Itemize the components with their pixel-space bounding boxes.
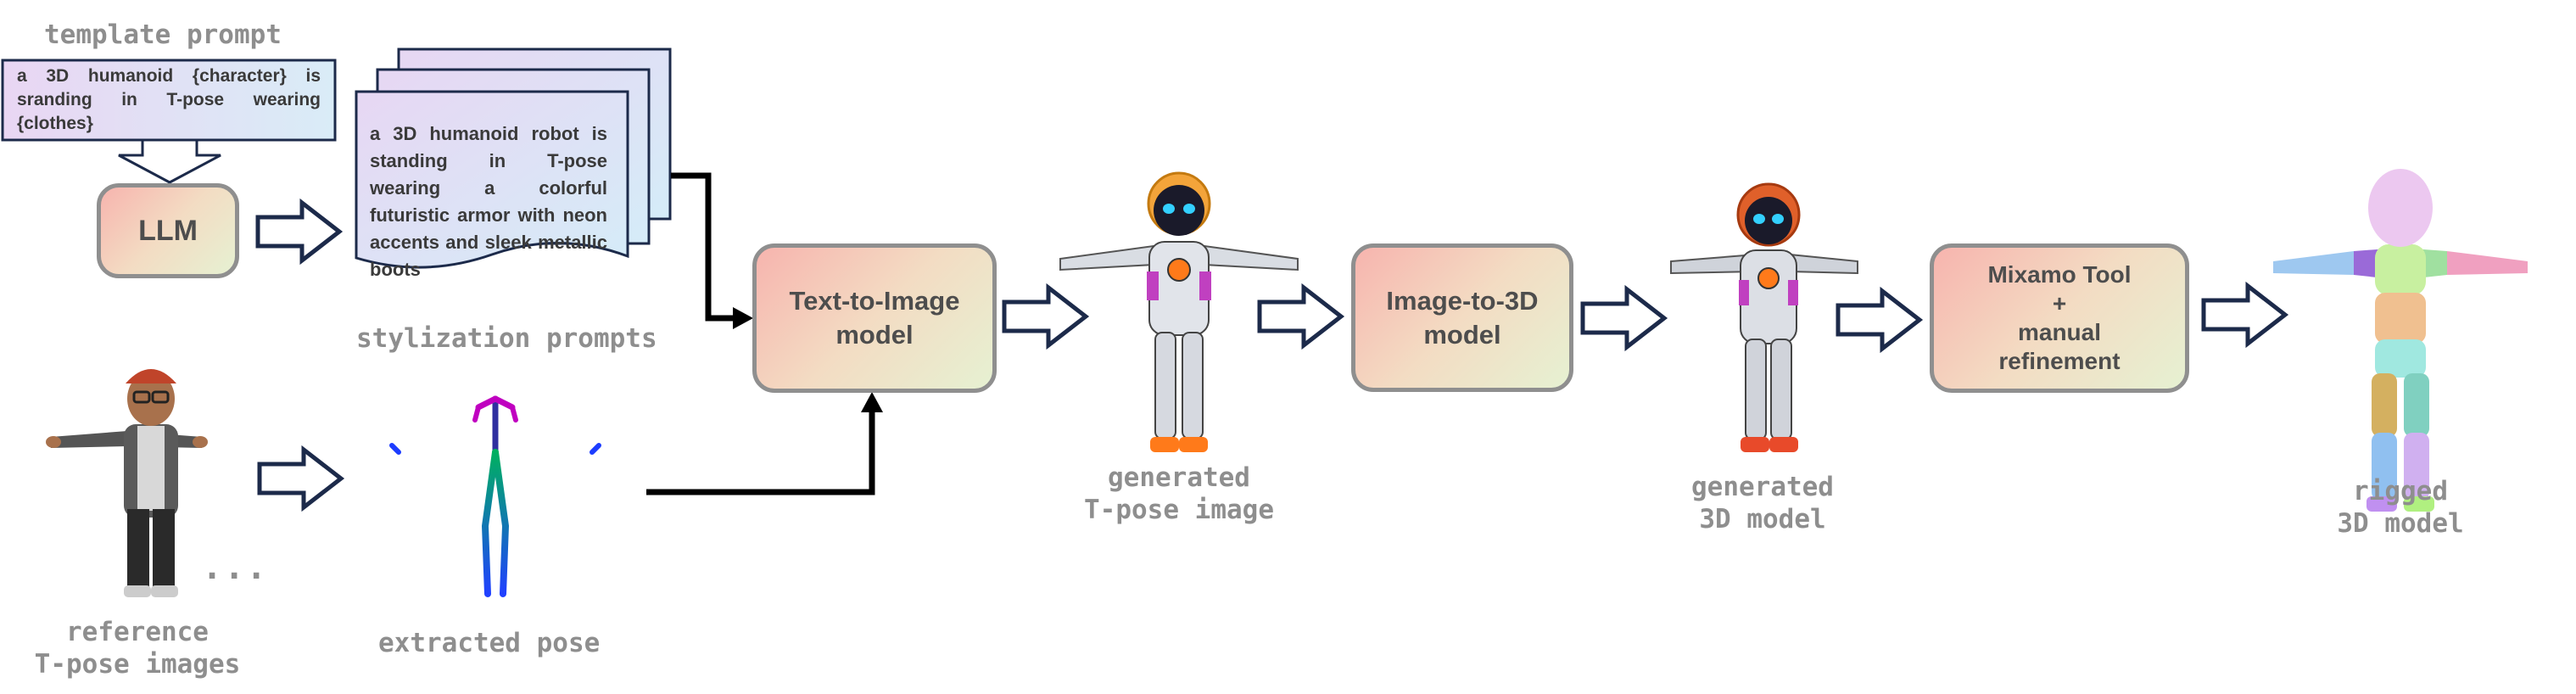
template-prompt-text: a 3D humanoid {character} is sranding in… xyxy=(17,66,321,133)
mixamo-box: Mixamo Tool + manual refinement xyxy=(1930,243,2189,393)
extracted-pose-skeleton xyxy=(389,395,601,597)
prompts-to-t2i-connector xyxy=(671,172,735,322)
reference-images-label: reference T-pose images xyxy=(27,616,248,680)
llm-to-prompts-arrow xyxy=(255,198,344,266)
extracted-pose-label: extracted pose xyxy=(378,628,601,658)
reference-line2: T-pose images xyxy=(34,649,241,680)
i23d-to-model-arrow xyxy=(1580,284,1668,352)
image-to-3d-box: Image-to-3D model xyxy=(1351,243,1573,392)
generated-image-label: generated T-pose image xyxy=(1069,462,1289,526)
connector-arrowhead-right xyxy=(733,307,753,329)
mixamo-line3: manual xyxy=(2017,319,2101,345)
i23d-line1: Image-to-3D xyxy=(1386,285,1539,316)
rigged-line2: 3D model xyxy=(2337,508,2464,539)
rigged-line1: rigged xyxy=(2353,476,2448,507)
mixamo-line2: + xyxy=(2052,290,2067,316)
generated-image-line2: T-pose image xyxy=(1084,495,1274,525)
stylization-prompts-label: stylization prompts xyxy=(356,323,657,354)
llm-box-label: LLM xyxy=(138,214,198,247)
template-prompt-box xyxy=(1,59,337,142)
generated-model-line2: 3D model xyxy=(1699,504,1826,534)
llm-box: LLM xyxy=(97,183,239,278)
ref-to-pose-arrow xyxy=(257,445,345,512)
rigged-model-label: rigged 3D model xyxy=(2316,475,2485,540)
pose-to-t2i-connector xyxy=(646,411,875,495)
generated-image-line1: generated xyxy=(1108,462,1250,493)
connector-arrowhead-up xyxy=(861,392,883,412)
i23d-line2: model xyxy=(1423,319,1501,350)
t2i-line1: Text-to-Image xyxy=(789,286,960,316)
model-to-mixamo-arrow xyxy=(1836,286,1924,354)
reference-line1: reference xyxy=(66,617,209,647)
mixamo-line4: refinement xyxy=(1998,348,2121,374)
generated-robot-image xyxy=(1059,171,1299,452)
stylization-prompt-docs xyxy=(355,48,672,269)
t2i-line2: model xyxy=(835,320,914,350)
stylized-prompt-text: a 3D humanoid robot is standing in T-pos… xyxy=(370,123,607,280)
image-to-i23d-arrow xyxy=(1257,283,1345,350)
generated-3d-model-image xyxy=(1670,182,1858,452)
reference-character-illustration xyxy=(46,369,208,597)
text-to-image-box: Text-to-Image model xyxy=(752,243,997,393)
generated-model-line1: generated xyxy=(1691,472,1834,502)
generated-model-label: generated 3D model xyxy=(1661,471,1864,535)
template-prompt-label: template prompt xyxy=(44,20,282,50)
mixamo-to-rigged-arrow xyxy=(2201,281,2289,349)
t2i-to-image-arrow xyxy=(1002,283,1090,350)
template-to-llm-arrow xyxy=(118,138,221,184)
ellipsis-label: ... xyxy=(202,548,269,587)
rigged-3d-model-image xyxy=(2273,169,2528,512)
mixamo-line1: Mixamo Tool xyxy=(1987,261,2132,288)
